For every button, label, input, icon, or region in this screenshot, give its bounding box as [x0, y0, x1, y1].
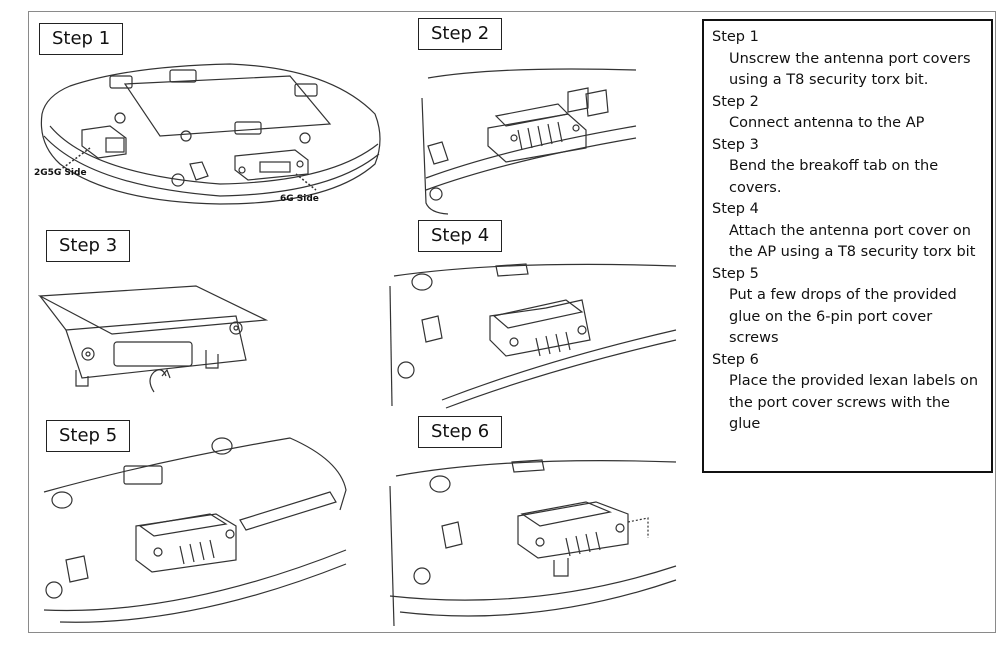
instruction-step2-heading: Step 2 — [712, 93, 759, 110]
instruction-step5-line: glue on the 6-pin port cover — [729, 308, 933, 325]
step5-panel: Step 5 — [40, 420, 350, 632]
instruction-step3-line: covers. — [729, 179, 782, 196]
instruction-step6-line: glue — [729, 416, 761, 432]
step1-illustration — [40, 63, 381, 205]
step6-label: Step 6 — [418, 416, 503, 448]
step1-panel: Step 1 2G5G Side 6G Side — [30, 14, 390, 214]
step3-illustration — [37, 285, 269, 393]
instruction-step6-line: Place the provided lexan labels on — [729, 373, 979, 389]
side-2g5g-label: 2G5G Side — [34, 168, 87, 178]
step5-label: Step 5 — [46, 420, 131, 452]
instruction-step4-line: Attach the antenna port cover on — [729, 222, 971, 239]
step6-panel: Step 6 — [386, 416, 678, 628]
instruction-step1-line: using a T8 security torx bit. — [729, 72, 929, 88]
step3-panel: Step 3 — [36, 230, 286, 400]
step2-label: Step 2 — [418, 18, 503, 50]
step1-label: Step 1 — [39, 23, 124, 55]
instruction-step6-heading: Step 6 — [712, 351, 759, 368]
instruction-step1-heading: Step 1 — [712, 29, 759, 45]
side-6g-label: 6G Side — [280, 194, 319, 204]
instruction-step1-line: Unscrew the antenna port covers — [729, 50, 971, 67]
instructions-box: Step 1 Unscrew the antenna port covers u… — [702, 19, 993, 473]
step5-illustration — [43, 437, 347, 623]
instruction-step6-line: the port cover screws with the — [729, 394, 950, 411]
instruction-step4-heading: Step 4 — [712, 201, 759, 217]
instruction-step5-line: screws — [729, 330, 779, 346]
step6-illustration — [389, 459, 677, 627]
instruction-step3-heading: Step 3 — [712, 136, 759, 153]
figure-frame — [28, 11, 996, 633]
instruction-step2-line: Connect antenna to the AP — [729, 115, 925, 131]
instruction-step4-line: the AP using a T8 security torx bit — [729, 244, 976, 260]
step2-panel: Step 2 — [418, 18, 638, 218]
step3-label: Step 3 — [46, 230, 131, 262]
instruction-step5-line: Put a few drops of the provided — [729, 287, 957, 303]
step4-label: Step 4 — [418, 220, 503, 252]
instruction-step3-line: Bend the breakoff tab on the — [729, 158, 939, 174]
step4-panel: Step 4 — [386, 220, 678, 410]
step4-illustration — [389, 263, 677, 409]
instruction-step5-heading: Step 5 — [712, 265, 759, 282]
step2-illustration — [421, 68, 637, 215]
